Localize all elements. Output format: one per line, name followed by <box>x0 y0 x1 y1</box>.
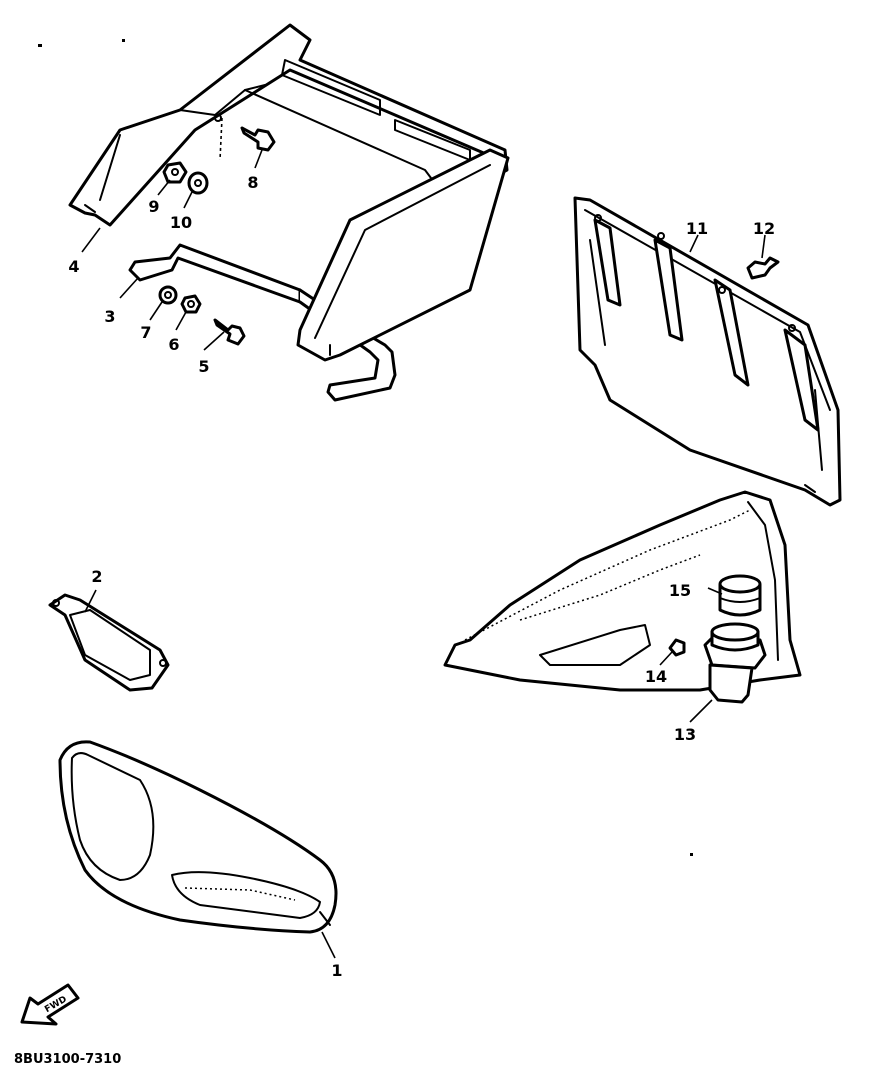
specks <box>38 39 693 856</box>
screw-part-12 <box>746 256 780 280</box>
callout-12: 12 <box>753 219 775 238</box>
panel-part-11 <box>573 196 842 507</box>
callout-10: 10 <box>170 213 192 232</box>
callout-1: 1 <box>331 961 342 980</box>
forward-arrow-icon: FWD <box>20 983 80 1026</box>
nut-part-6 <box>180 294 202 314</box>
cover-part-1 <box>58 740 338 934</box>
side-panel <box>296 148 510 362</box>
washer-part-10 <box>187 171 209 195</box>
screw-part-14 <box>668 638 686 657</box>
reflector-part-2 <box>48 593 170 692</box>
diagram-code: 8BU3100-7310 <box>14 1052 121 1067</box>
callout-8: 8 <box>247 173 258 192</box>
callout-14: 14 <box>645 667 667 686</box>
callout-7: 7 <box>140 323 151 342</box>
callout-2: 2 <box>91 567 102 586</box>
callout-9: 9 <box>148 197 159 216</box>
nut-part-9 <box>162 161 188 184</box>
bracket-frame-part-4 <box>68 23 509 227</box>
washer-part-7 <box>158 285 178 305</box>
mount-part-13 <box>703 622 767 704</box>
callout-13: 13 <box>674 725 696 744</box>
bolt-part-8 <box>240 126 276 152</box>
callout-6: 6 <box>168 335 179 354</box>
callout-15: 15 <box>669 581 691 600</box>
grommet-part-15 <box>718 574 762 617</box>
callout-4: 4 <box>68 257 79 276</box>
leader-lines <box>81 117 766 959</box>
callout-11: 11 <box>686 219 708 238</box>
callout-5: 5 <box>198 357 209 376</box>
callout-3: 3 <box>104 307 115 326</box>
bolt-part-5 <box>213 318 246 346</box>
